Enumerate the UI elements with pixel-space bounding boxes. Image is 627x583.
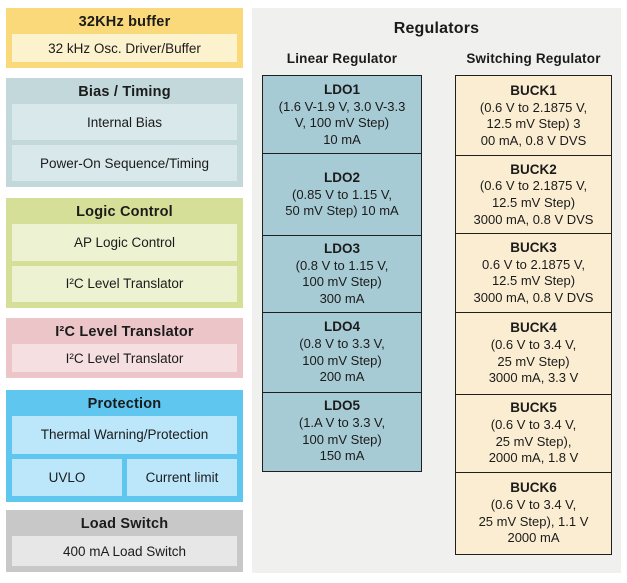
ldo4-details: (0.8 V to 3.3 V, 100 mV Step) 200 mA <box>299 336 385 385</box>
buck2-details: (0.6 V to 2.1875 V, 12.5 mV Step) 3000 m… <box>473 178 594 227</box>
block-ldo4: LDO4 (0.8 V to 3.3 V, 100 mV Step) 200 m… <box>262 312 422 394</box>
ldo2-details: (0.85 V to 1.15 V, 50 mV Step) 10 mA <box>285 186 399 219</box>
block-load-switch-title: Load Switch <box>80 516 169 532</box>
block-bias-timing-row-internal-bias: Internal Bias <box>12 104 237 140</box>
ldo5-details: (1.A V to 3.3 V, 100 mV Step) 150 mA <box>298 415 386 464</box>
ldo1-name: LDO1 <box>323 81 360 97</box>
block-ldo3: LDO3 (0.8 V to 1.15 V, 100 mV Step) 300 … <box>262 234 422 314</box>
block-bias-timing: Bias / Timing Internal Bias Power-On Seq… <box>6 78 243 187</box>
block-protection-row-thermal: Thermal Warning/Protection <box>12 416 237 454</box>
regulators-title: Regulators <box>393 20 480 37</box>
buck1-details: (0.6 V to 2.1875 V, 12.5 mV Step) 3 00 m… <box>479 99 588 148</box>
block-ldo5: LDO5 (1.A V to 3.3 V, 100 mV Step) 150 m… <box>262 391 422 472</box>
buck5-name: BUCK5 <box>510 400 557 416</box>
ldo-stack: LDO1 (1.6 V-1.9 V, 3.0 V-3.3 V, 100 mV S… <box>262 75 422 472</box>
block-32khz-buffer: 32KHz buffer 32 kHz Osc. Driver/Buffer <box>6 8 243 68</box>
buck5-details: (0.6 V to 3.4 V, 25 mV Step), 2000 mA, 1… <box>488 417 579 466</box>
block-protection-row-uvlo: UVLO <box>12 458 122 496</box>
block-buck1: BUCK1 (0.6 V to 2.1875 V, 12.5 mV Step) … <box>455 75 612 157</box>
block-logic-control-row-i2c-translator: I²C Level Translator <box>12 265 237 302</box>
ldo4-name: LDO4 <box>323 319 360 335</box>
block-buck4: BUCK4 (0.6 V to 3.4 V, 25 mV Step) 3000 … <box>455 312 612 396</box>
linear-regulator-heading: Linear Regulator <box>286 51 398 66</box>
buck4-details: (0.6 V to 3.4 V, 25 mV Step) 3000 mA, 3.… <box>488 337 579 386</box>
ldo2-name: LDO2 <box>323 169 360 185</box>
buck2-name: BUCK2 <box>510 161 557 177</box>
ldo3-details: (0.8 V to 1.15 V, 100 mV Step) 300 mA <box>295 257 389 307</box>
block-buck6: BUCK6 (0.6 V to 3.4 V, 25 mV Step), 1.1 … <box>455 472 612 556</box>
block-logic-control: Logic Control AP Logic Control I²C Level… <box>6 198 243 308</box>
block-protection: Protection Thermal Warning/Protection UV… <box>6 390 243 502</box>
block-32khz-buffer-title: 32KHz buffer <box>78 14 171 30</box>
block-logic-control-row-ap-logic: AP Logic Control <box>12 224 237 261</box>
regulators-panel: Regulators Linear Regulator Switching Re… <box>252 8 621 573</box>
block-buck5: BUCK5 (0.6 V to 3.4 V, 25 mV Step), 2000… <box>455 393 612 474</box>
block-load-switch-row: 400 mA Load Switch <box>12 536 237 566</box>
buck6-name: BUCK6 <box>510 480 557 496</box>
ldo3-name: LDO3 <box>323 240 360 256</box>
block-protection-title: Protection <box>87 396 162 412</box>
block-load-switch: Load Switch 400 mA Load Switch <box>6 510 243 572</box>
buck6-details: (0.6 V to 3.4 V, 25 mV Step), 1.1 V 2000… <box>478 497 589 546</box>
buck3-details: 0.6 V to 2.1875 V, 12.5 mV Step) 3000 mA… <box>473 256 594 306</box>
block-bias-timing-title: Bias / Timing <box>78 84 171 100</box>
block-i2c-level-translator-row: I²C Level Translator <box>12 344 237 372</box>
buck3-name: BUCK3 <box>510 239 557 255</box>
block-protection-row-current-limit: Current limit <box>127 458 237 496</box>
block-bias-timing-row-power-on: Power-On Sequence/Timing <box>12 145 237 181</box>
ldo1-details: (1.6 V-1.9 V, 3.0 V-3.3 V, 100 mV Step) … <box>278 98 406 147</box>
block-protection-split-row: UVLO Current limit <box>12 458 237 496</box>
buck4-name: BUCK4 <box>510 320 557 336</box>
block-ldo2: LDO2 (0.85 V to 1.15 V, 50 mV Step) 10 m… <box>262 153 422 237</box>
switching-regulator-heading: Switching Regulator <box>466 51 601 66</box>
block-i2c-level-translator: I²C Level Translator I²C Level Translato… <box>6 318 243 378</box>
buck-stack: BUCK1 (0.6 V to 2.1875 V, 12.5 mV Step) … <box>455 75 612 556</box>
block-buck2: BUCK2 (0.6 V to 2.1875 V, 12.5 mV Step) … <box>455 155 612 235</box>
block-ldo1: LDO1 (1.6 V-1.9 V, 3.0 V-3.3 V, 100 mV S… <box>262 75 422 155</box>
buck1-name: BUCK1 <box>510 82 557 98</box>
ldo5-name: LDO5 <box>323 398 360 414</box>
block-32khz-buffer-row: 32 kHz Osc. Driver/Buffer <box>12 34 237 62</box>
block-logic-control-title: Logic Control <box>76 204 173 220</box>
block-buck3: BUCK3 0.6 V to 2.1875 V, 12.5 mV Step) 3… <box>455 232 612 314</box>
left-function-column: 32KHz buffer 32 kHz Osc. Driver/Buffer B… <box>6 8 243 572</box>
block-i2c-level-translator-title: I²C Level Translator <box>55 324 194 340</box>
